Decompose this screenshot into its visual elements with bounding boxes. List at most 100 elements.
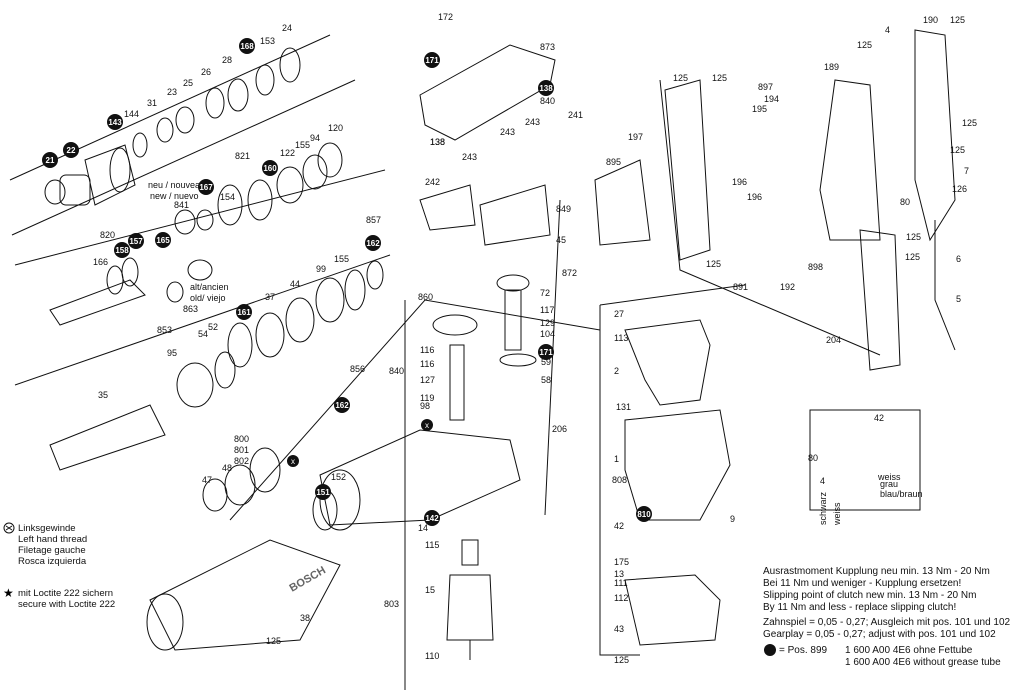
circled-callout-text: 22 [67, 146, 76, 155]
circled-callout: 161 [236, 304, 252, 320]
circled-callout-text: 162 [335, 401, 349, 410]
part-callout: 116 [420, 359, 434, 369]
part-callout: 31 [147, 98, 157, 108]
circled-callout-text: 171 [425, 56, 439, 65]
grease-dot-icon [764, 644, 776, 656]
circled-callout-text: 165 [156, 236, 170, 245]
part-callout: 155 [334, 254, 349, 264]
part-callout: 23 [167, 87, 177, 97]
part-callout: 52 [208, 322, 218, 332]
part-callout: 110 [425, 651, 439, 661]
part-callout: 122 [280, 148, 295, 158]
part-callout: 24 [282, 23, 292, 33]
part-callout: 45 [556, 235, 566, 245]
marker-dot [421, 419, 433, 431]
part-callout: 856 [350, 364, 365, 374]
grease-prefix: = Pos. 899 [779, 645, 828, 656]
frame-line [11, 79, 356, 236]
part-callout: 155 [295, 140, 310, 150]
circled-callout: 151 [315, 484, 331, 500]
part-callout: 152 [331, 472, 346, 482]
part-callout: 196 [732, 177, 747, 187]
boxed-markers: xx [287, 419, 433, 467]
part-callout: 111 [614, 578, 628, 588]
circled-callout-text: 158 [115, 246, 129, 255]
part-callout: 820 [100, 230, 115, 240]
armature [446, 539, 494, 660]
circled-callout-text: 171 [539, 348, 553, 357]
left-thread-legend: Linksgewinde Left hand thread Filetage g… [18, 523, 87, 567]
part-callout: 9 [730, 514, 735, 524]
part-callout: 808 [612, 475, 627, 485]
part-callout: 144 [124, 109, 139, 119]
part-callout: 863 [183, 304, 198, 314]
part-callout: 95 [167, 348, 177, 358]
note-line: Gearplay = 0,05 - 0,27; adjust with pos.… [763, 629, 996, 640]
part-callout: 117 [540, 305, 554, 315]
part-callout: 872 [562, 268, 577, 278]
frame-line [9, 34, 331, 181]
part-callout: 25 [183, 78, 193, 88]
part-callout: 873 [540, 42, 555, 52]
frame-line [659, 79, 881, 356]
part-callout: 2 [614, 366, 619, 376]
part-callout: 131 [616, 402, 631, 412]
circled-callout-text: 142 [425, 514, 439, 523]
part-callout: 42 [874, 413, 884, 423]
part-callout: 175 [614, 557, 629, 567]
part-callout: blau/braun [880, 489, 923, 499]
part-callout: 860 [418, 292, 433, 302]
part-callout: 853 [157, 325, 172, 335]
part-callout: 849 [556, 204, 571, 214]
part-callout: 197 [628, 132, 643, 142]
part-callout: 803 [384, 599, 399, 609]
part-callout: 243 [525, 117, 540, 127]
circled-callout: 142 [424, 510, 440, 526]
part-callout: 80 [900, 197, 910, 207]
part-callout: 166 [93, 257, 108, 267]
circled-callout-text: 162 [366, 239, 380, 248]
striker-shaft [49, 257, 384, 368]
part-callout: 35 [98, 390, 108, 400]
part-callout: 204 [826, 335, 841, 345]
part-callout: old/ viejo [190, 293, 226, 303]
part-callout: schwarz [818, 491, 828, 525]
part-callout: 48 [222, 463, 232, 473]
circled-callout-text: 138 [539, 84, 553, 93]
part-callout: 841 [174, 200, 189, 210]
circled-callout: 162 [365, 235, 381, 251]
part-callout: weiss [832, 502, 842, 526]
part-callout: 58 [541, 375, 551, 385]
frame-line [14, 254, 391, 386]
circled-callout-text: 167 [199, 183, 213, 192]
part-callout: 857 [366, 215, 381, 225]
left-thread-icon [3, 522, 15, 534]
circled-callout-text: 161 [237, 308, 251, 317]
part-callout: 7 [964, 166, 969, 176]
part-callout: 14 [418, 523, 428, 533]
part-callout: 4 [885, 25, 890, 35]
clutch-note: Ausrastmoment Kupplung neu min. 13 Nm - … [763, 566, 990, 614]
circled-callout: 157 [128, 233, 144, 249]
part-callout: 891 [733, 282, 748, 292]
part-callout: 116 [420, 345, 434, 355]
part-callout: 126 [952, 184, 967, 194]
brand-label: BOSCH [288, 564, 328, 594]
part-callout: 42 [614, 521, 624, 531]
grease-parts: 1 600 A00 4E6 ohne Fettube 1 600 A00 4E6… [845, 645, 1001, 669]
circled-callout-text: 21 [46, 156, 55, 165]
part-callout: 153 [260, 36, 275, 46]
power-cable [934, 220, 956, 351]
loctite-legend: mit Loctite 222 sichern secure with Loct… [18, 588, 115, 610]
part-callout: 243 [500, 127, 515, 137]
part-callout: 172 [438, 12, 453, 22]
part-callout: 241 [568, 110, 583, 120]
part-callout: 897 [758, 82, 773, 92]
frame-line [599, 305, 640, 656]
part-callout: 99 [316, 264, 326, 274]
part-callout: 189 [824, 62, 839, 72]
part-callout: 4 [820, 476, 825, 486]
note-line: 1 600 A00 4E6 ohne Fettube [845, 645, 973, 656]
part-callout: 98 [420, 401, 430, 411]
circled-callout: 160 [262, 160, 278, 176]
